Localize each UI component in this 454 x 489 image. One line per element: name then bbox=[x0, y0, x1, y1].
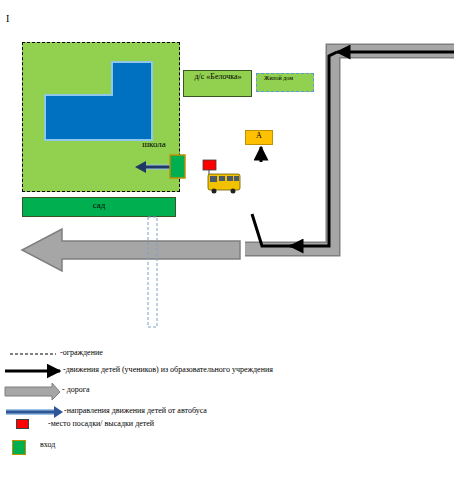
children-route-sample bbox=[5, 370, 60, 373]
fence-sample bbox=[10, 354, 56, 355]
legend-text: вход bbox=[40, 441, 55, 450]
road-outline bbox=[245, 51, 454, 249]
boarding-post bbox=[209, 170, 210, 175]
legend-swatch bbox=[12, 440, 26, 455]
garden-box: сад bbox=[22, 197, 176, 217]
children-route-arrow bbox=[290, 245, 300, 248]
children-route bbox=[294, 52, 337, 246]
legend-swatch bbox=[16, 419, 29, 429]
entrance-symbol bbox=[170, 155, 185, 178]
house-box: Жилой дом bbox=[256, 73, 314, 92]
children-route bbox=[252, 214, 292, 246]
kindergarten-box: д/с «Белочка» bbox=[183, 70, 252, 97]
children-route-arrow bbox=[337, 51, 454, 54]
bus-picture bbox=[208, 174, 240, 194]
bus-direction-outline bbox=[145, 165, 170, 170]
road-arrow bbox=[22, 229, 240, 271]
node-label: сад bbox=[23, 201, 175, 211]
bus-stop-box: А bbox=[245, 130, 273, 145]
legend-text: -движения детей (учеников) из образовате… bbox=[63, 366, 273, 375]
bus-direction-head bbox=[135, 161, 146, 173]
legend-text: -место посадки/ высадки детей bbox=[48, 420, 154, 429]
node-label: д/с «Белочка» bbox=[186, 73, 250, 82]
bus-direction-sample bbox=[6, 411, 55, 414]
bus-direction-sample-outline bbox=[6, 409, 56, 415]
boarding-place bbox=[203, 160, 216, 170]
bus-direction bbox=[145, 166, 170, 169]
pedestrian-path bbox=[148, 217, 157, 327]
school-grounds: школа bbox=[22, 42, 180, 192]
legend-text: -направления движения детей от автобуса bbox=[64, 407, 207, 416]
road bbox=[245, 51, 454, 249]
road-sample bbox=[5, 383, 60, 400]
corner-label: I bbox=[6, 13, 9, 24]
bus-direction-sample-head bbox=[54, 406, 63, 418]
legend-text: - дорога bbox=[62, 386, 90, 395]
children-route-arrow bbox=[260, 147, 263, 162]
node-label: школа bbox=[127, 140, 181, 150]
node-label: Жилой дом bbox=[264, 75, 310, 82]
node-label: А bbox=[246, 132, 272, 141]
school-building bbox=[45, 62, 152, 140]
legend-text: -ограждение bbox=[60, 349, 103, 358]
